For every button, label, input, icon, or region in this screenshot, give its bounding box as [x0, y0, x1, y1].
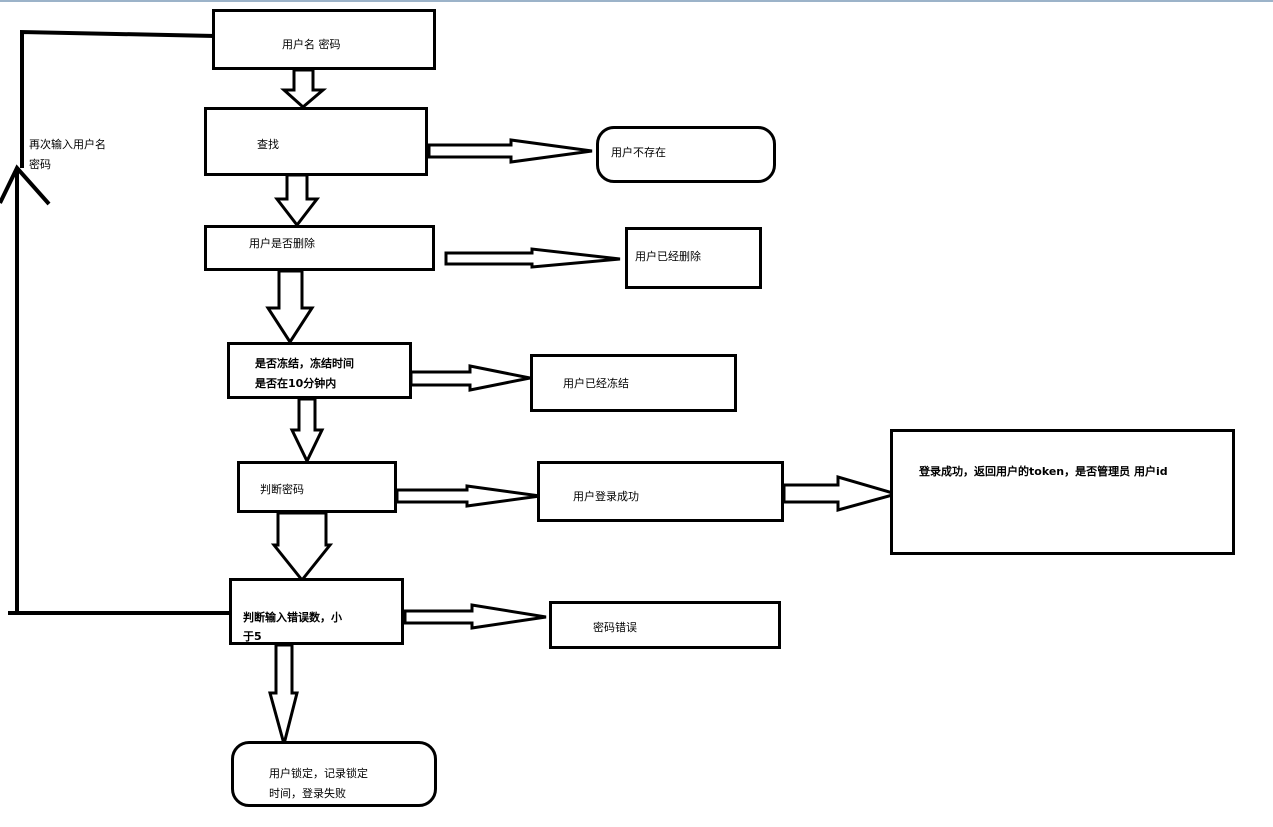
arrow-down-5: [270, 511, 334, 583]
check-password-node: [237, 461, 397, 513]
user-frozen-label: 用户已经冻结: [563, 377, 629, 390]
lock-label-line1: 用户锁定，记录锁定: [269, 767, 368, 780]
freeze-check-label-line1: 是否冻结，冻结时间: [255, 357, 354, 370]
login-success-node: [537, 461, 784, 522]
user-deleted-node: [625, 227, 762, 289]
loop-arrow-head: [0, 164, 51, 206]
arrow-down-4: [289, 397, 325, 465]
user-frozen-node: [530, 354, 737, 412]
arrow-right-3: [409, 364, 531, 392]
arrow-down-1: [280, 68, 328, 109]
arrow-right-5: [782, 474, 902, 512]
arrow-right-1: [427, 138, 593, 164]
arrow-right-4: [395, 484, 541, 508]
login-result-label: 登录成功，返回用户的token，是否管理员 用户id: [919, 465, 1168, 478]
credentials-label: 用户名 密码: [282, 38, 341, 51]
loop-note-line1: 再次输入用户名: [29, 138, 106, 151]
window-top-border: [0, 0, 1273, 2]
arrow-right-6: [403, 603, 547, 630]
arrow-down-6: [268, 643, 299, 750]
arrow-right-2: [444, 247, 621, 269]
arrow-down-2: [273, 173, 321, 228]
error-count-label-line2: 于5: [243, 630, 262, 643]
is-deleted-node: [204, 225, 435, 271]
lookup-node: [204, 107, 428, 176]
freeze-check-label-line2: 是否在10分钟内: [255, 377, 337, 390]
user-not-exist-label: 用户不存在: [611, 146, 666, 159]
loop-note-line2: 密码: [29, 158, 51, 171]
user-not-exist-node: [596, 126, 776, 183]
lock-node: [231, 741, 437, 807]
arrow-down-3: [265, 269, 315, 345]
loop-line-top: [20, 29, 216, 168]
check-password-label: 判断密码: [260, 483, 304, 496]
credentials-node: [212, 9, 436, 70]
login-result-node: [890, 429, 1235, 555]
is-deleted-label: 用户是否删除: [249, 237, 315, 250]
wrong-password-label: 密码错误: [593, 621, 637, 634]
freeze-check-node: [227, 342, 412, 399]
user-deleted-label: 用户已经删除: [635, 250, 701, 263]
lock-label-line2: 时间，登录失败: [269, 787, 346, 800]
login-success-label: 用户登录成功: [573, 490, 639, 503]
error-count-label-line1: 判断输入错误数，小: [243, 611, 342, 624]
lookup-label: 查找: [257, 138, 279, 151]
wrong-password-node: [549, 601, 781, 649]
error-count-node: [229, 578, 404, 645]
